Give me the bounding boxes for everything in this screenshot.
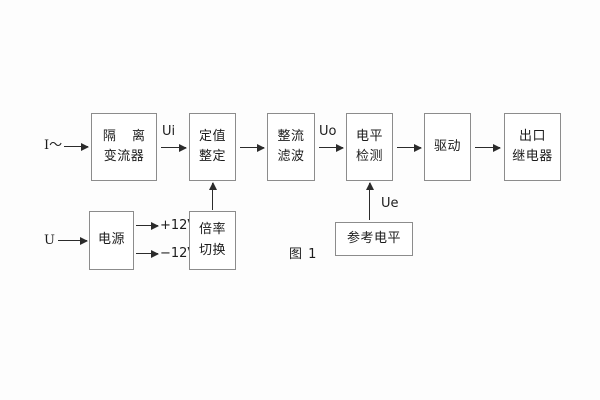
output-relay-line1: 出口 (518, 128, 546, 144)
drive-to-relay-arrow (475, 143, 501, 152)
multiplier-switch-line2: 切换 (198, 242, 226, 258)
ue-label: Ue (381, 196, 399, 211)
rail-negative-12v-label: −12V (160, 246, 197, 261)
figure-caption: 图 1 (289, 247, 318, 262)
level-detect-line1: 电平 (355, 128, 383, 144)
setting-value-line1: 定值 (198, 128, 226, 144)
isolation-transformer-line1: 隔 离 (102, 128, 152, 144)
current-input-arrow (64, 142, 89, 151)
output-relay-line2: 继电器 (512, 149, 553, 164)
drive-line1: 驱动 (433, 138, 461, 154)
isolation-transformer-block[interactable]: 隔 离 变流器 (91, 113, 157, 181)
rail-positive-12v-label: +12V (160, 218, 197, 233)
setting-value-block[interactable]: 定值 整定 (189, 113, 236, 181)
isolation-transformer-line2: 变流器 (103, 149, 145, 164)
power-supply-line1: 电源 (97, 232, 125, 248)
rectify-filter-line1: 整流 (277, 128, 305, 144)
rectify-filter-line2: 滤波 (277, 149, 305, 164)
rail-positive-12v-arrow (136, 221, 159, 230)
rectify-filter-block[interactable]: 整流 滤波 (267, 113, 315, 181)
multiplier-to-setting-arrow (208, 182, 217, 210)
isolation-to-setting-arrow (161, 143, 187, 152)
current-input-label: I～ (44, 138, 63, 153)
reference-level-block[interactable]: 参考电平 (335, 222, 413, 256)
level-to-drive-arrow (397, 143, 422, 152)
output-relay-block[interactable]: 出口 继电器 (504, 113, 561, 181)
voltage-input-label: U (44, 233, 55, 248)
reference-level-line1: 参考电平 (346, 230, 401, 246)
multiplier-switch-line1: 倍率 (198, 222, 226, 238)
level-detect-block[interactable]: 电平 检测 (346, 113, 393, 181)
uo-label: Uo (319, 124, 337, 139)
ui-label: Ui (162, 124, 176, 139)
reference-to-level-arrow (365, 182, 374, 220)
setting-to-rectify-arrow (240, 143, 265, 152)
level-detect-line2: 检测 (355, 149, 383, 164)
multiplier-switch-block[interactable]: 倍率 切换 (189, 211, 236, 270)
drive-block[interactable]: 驱动 (424, 113, 471, 181)
rail-negative-12v-arrow (136, 249, 159, 258)
setting-value-line2: 整定 (198, 149, 226, 164)
voltage-input-arrow (58, 236, 88, 245)
power-supply-block[interactable]: 电源 (89, 211, 134, 270)
rectify-to-level-arrow (319, 143, 344, 152)
